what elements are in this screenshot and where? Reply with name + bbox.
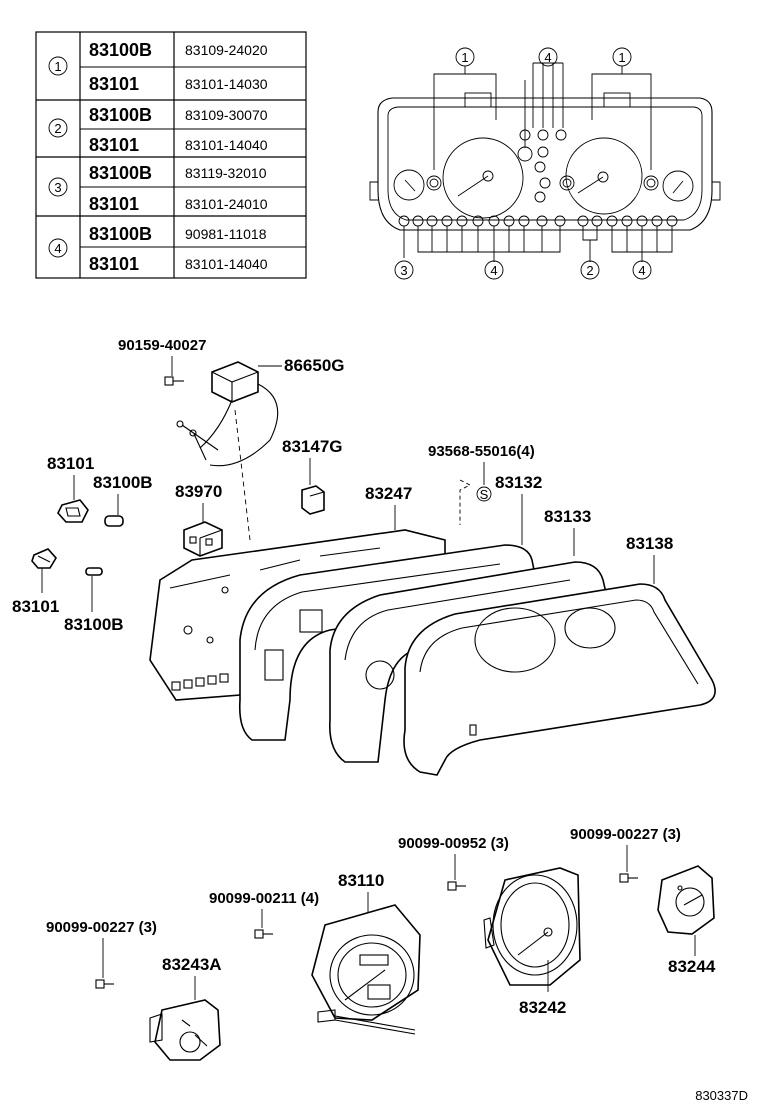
screw-icon (447, 881, 466, 891)
table-cell-code: 83101 (89, 74, 139, 94)
tachometer-gauge (483, 867, 581, 986)
table-cell-code: 83100B (89, 105, 152, 125)
screw-symbol: S (480, 487, 489, 502)
callout-label: 4 (638, 263, 645, 278)
cluster-front-view: 1 4 1 3 4 2 4 (369, 47, 721, 280)
table-row-4-index: 4 (54, 241, 61, 256)
table-row-3-index: 3 (54, 180, 61, 195)
cluster-lens (403, 583, 716, 776)
table-cell-partno: 83101-14040 (185, 256, 268, 272)
callout-label: 1 (618, 50, 625, 65)
screw-icon (95, 979, 114, 989)
label-socket-2: 83101 (12, 597, 59, 616)
label-board: 83247 (365, 484, 412, 503)
bulb-socket-table: 1 83100B 83109-24020 83101 83101-14030 2… (35, 31, 307, 279)
screw-icon (254, 929, 273, 939)
screw-symbol-circle (476, 486, 492, 502)
label-tachometer: 83242 (519, 998, 566, 1017)
table-cell-code: 83101 (89, 194, 139, 214)
callout-circle (612, 47, 632, 67)
label-hood: 83133 (544, 507, 591, 526)
table-cell-partno: 83101-14030 (185, 76, 268, 92)
label-bulb-2: 83100B (64, 615, 124, 634)
label-temp-gauge: 83244 (668, 957, 716, 976)
table-row-4-index-circle (48, 238, 68, 258)
label-screw-set: 93568-55016(4) (428, 443, 535, 460)
table-row-1-index-circle (48, 56, 68, 76)
label-sensor: 86650G (284, 356, 345, 375)
table-cell-partno: 83101-24010 (185, 196, 268, 212)
callout-circle (455, 47, 475, 67)
callout-label: 1 (461, 50, 468, 65)
fuel-gauge (149, 999, 221, 1061)
bulb-icon (104, 515, 124, 527)
table-cell-code: 83101 (89, 135, 139, 155)
table-row-1-index: 1 (54, 59, 61, 74)
label-screw-top: 90159-40027 (118, 337, 206, 354)
callout-label: 4 (544, 50, 551, 65)
callout-label: 3 (400, 263, 407, 278)
callout-circle (580, 260, 600, 280)
callout-circle (394, 260, 414, 280)
clip-part (301, 485, 325, 515)
table-row-2-index: 2 (54, 121, 61, 136)
callout-label: 2 (586, 263, 593, 278)
screw-icon (164, 376, 184, 386)
table-cell-code: 83101 (89, 254, 139, 274)
label-screw-c: 90099-00211 (4) (209, 890, 319, 907)
connector-part (183, 521, 223, 557)
table-cell-code: 83100B (89, 224, 152, 244)
label-fuel-gauge: 83243A (162, 955, 222, 974)
sensor-part (176, 361, 279, 467)
table-cell-partno: 83101-14040 (185, 137, 268, 153)
exploded-view: 90159-40027 86650G 83101 83100B (12, 337, 748, 1103)
label-screw-a: 90099-00952 (3) (398, 835, 509, 852)
label-socket-1: 83101 (47, 454, 94, 473)
table-cell-code: 83100B (89, 40, 152, 60)
table-cell-partno: 83109-30070 (185, 107, 268, 123)
table-row-3-index-circle (48, 177, 68, 197)
table-cell-code: 83100B (89, 163, 152, 183)
screw-icon (619, 873, 638, 883)
socket-icon (31, 548, 57, 569)
table-cell-partno: 83119-32010 (185, 165, 267, 181)
socket-icon (57, 499, 89, 523)
callout-circle (632, 260, 652, 280)
label-screw-d: 90099-00227 (3) (46, 919, 157, 936)
label-clip: 83147G (282, 437, 343, 456)
table-border (35, 31, 307, 279)
temperature-gauge (657, 865, 715, 935)
table-cell-partno: 83109-24020 (185, 42, 268, 58)
bulb-icon (85, 567, 103, 576)
callout-label: 4 (490, 263, 497, 278)
label-speedometer: 83110 (338, 871, 384, 890)
label-connector: 83970 (175, 482, 222, 501)
figure-reference-code: 830337D (695, 1088, 748, 1103)
label-plate: 83132 (495, 473, 542, 492)
speedometer-gauge (311, 904, 421, 1035)
table-row-2-index-circle (48, 118, 68, 138)
table-cell-partno: 90981-11018 (185, 226, 267, 242)
callout-circle (484, 260, 504, 280)
callout-circle (538, 47, 558, 67)
label-screw-b: 90099-00227 (3) (570, 826, 681, 843)
label-lens: 83138 (626, 534, 673, 553)
label-bulb-1: 83100B (93, 473, 153, 492)
